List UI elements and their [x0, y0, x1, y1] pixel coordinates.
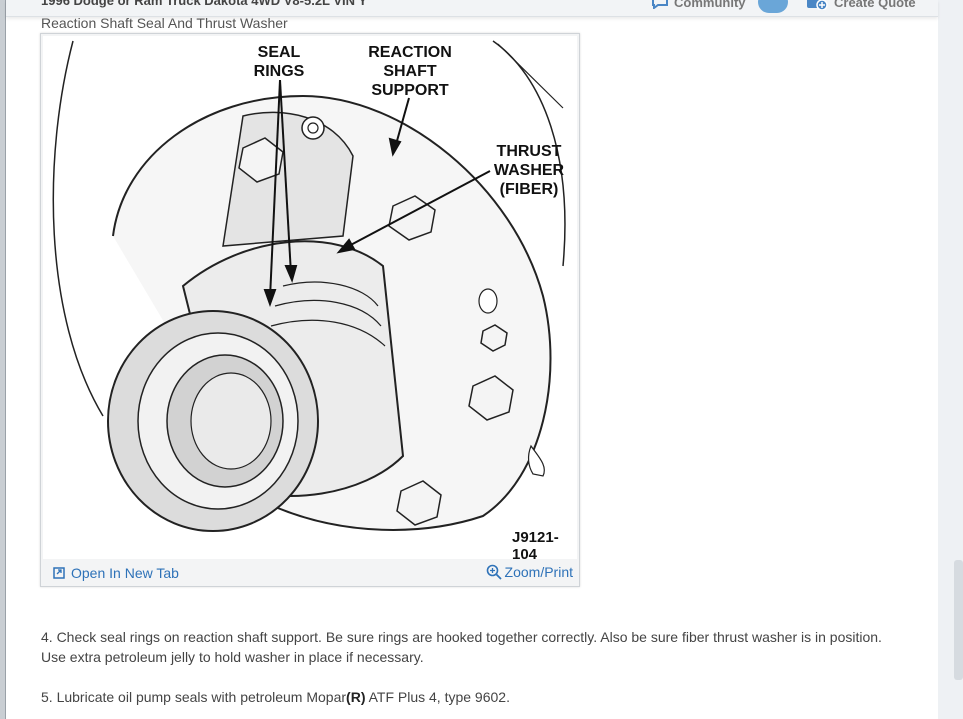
figure-toolbar: Open In New Tab Zoom/Print: [41, 560, 579, 586]
scrollbar-thumb[interactable]: [954, 560, 963, 680]
reaction-label-3: SUPPORT: [371, 82, 449, 99]
reaction-label-2: SHAFT: [383, 63, 437, 80]
community-label: Community: [674, 0, 746, 10]
step-5: 5. Lubricate oil pump seals with petrole…: [41, 687, 921, 707]
thrust-label-2: WASHER: [494, 162, 565, 179]
zoom-in-icon: [486, 564, 502, 580]
step-5-text: 5. Lubricate oil pump seals with petrole…: [41, 689, 347, 705]
open-new-tab-icon: [53, 567, 65, 579]
registered-mark: (R): [346, 689, 366, 705]
left-window-border: [5, 0, 6, 719]
sticky-header: 1996 Dodge or Ram Truck Dakota 4WD V8-5.…: [6, 0, 938, 17]
figure-diagram[interactable]: SEAL RINGS REACTION SHAFT SUPPORT THRUST…: [43, 36, 577, 559]
step-5-text-end: ATF Plus 4, type 9602.: [365, 689, 510, 705]
figure-caption: Reaction Shaft Seal And Thrust Washer: [41, 15, 288, 31]
step-4-line-1: 4. Check seal rings on reaction shaft su…: [41, 629, 882, 645]
thrust-label-3: (FIBER): [500, 181, 559, 198]
left-window-edge: [0, 0, 5, 719]
figure-reference-code: J9121-104: [512, 529, 559, 563]
figure-panel: SEAL RINGS REACTION SHAFT SUPPORT THRUST…: [40, 33, 580, 587]
open-new-tab-link[interactable]: Open In New Tab: [53, 565, 179, 581]
seal-rings-label-2: RINGS: [254, 63, 305, 80]
zoom-print-label: Zoom/Print: [504, 564, 573, 580]
community-count-badge: [757, 0, 788, 13]
create-quote-icon: [807, 0, 828, 10]
seal-rings-label-1: SEAL: [258, 44, 301, 61]
zoom-print-link[interactable]: Zoom/Print: [486, 564, 573, 580]
community-button[interactable]: Community: [652, 0, 788, 13]
step-4-line-2: Use extra petroleum jelly to hold washer…: [41, 649, 424, 665]
create-quote-label: Create Quote: [834, 0, 916, 10]
open-new-tab-label: Open In New Tab: [71, 565, 179, 581]
reaction-label-1: REACTION: [368, 44, 452, 61]
step-4: 4. Check seal rings on reaction shaft su…: [41, 627, 921, 667]
thrust-label-1: THRUST: [497, 143, 562, 160]
vehicle-title: 1996 Dodge or Ram Truck Dakota 4WD V8-5.…: [41, 0, 368, 8]
reaction-shaft-illustration: SEAL RINGS REACTION SHAFT SUPPORT THRUST…: [52, 40, 566, 532]
create-quote-button[interactable]: Create Quote: [806, 0, 916, 12]
chat-icon: [652, 0, 668, 9]
